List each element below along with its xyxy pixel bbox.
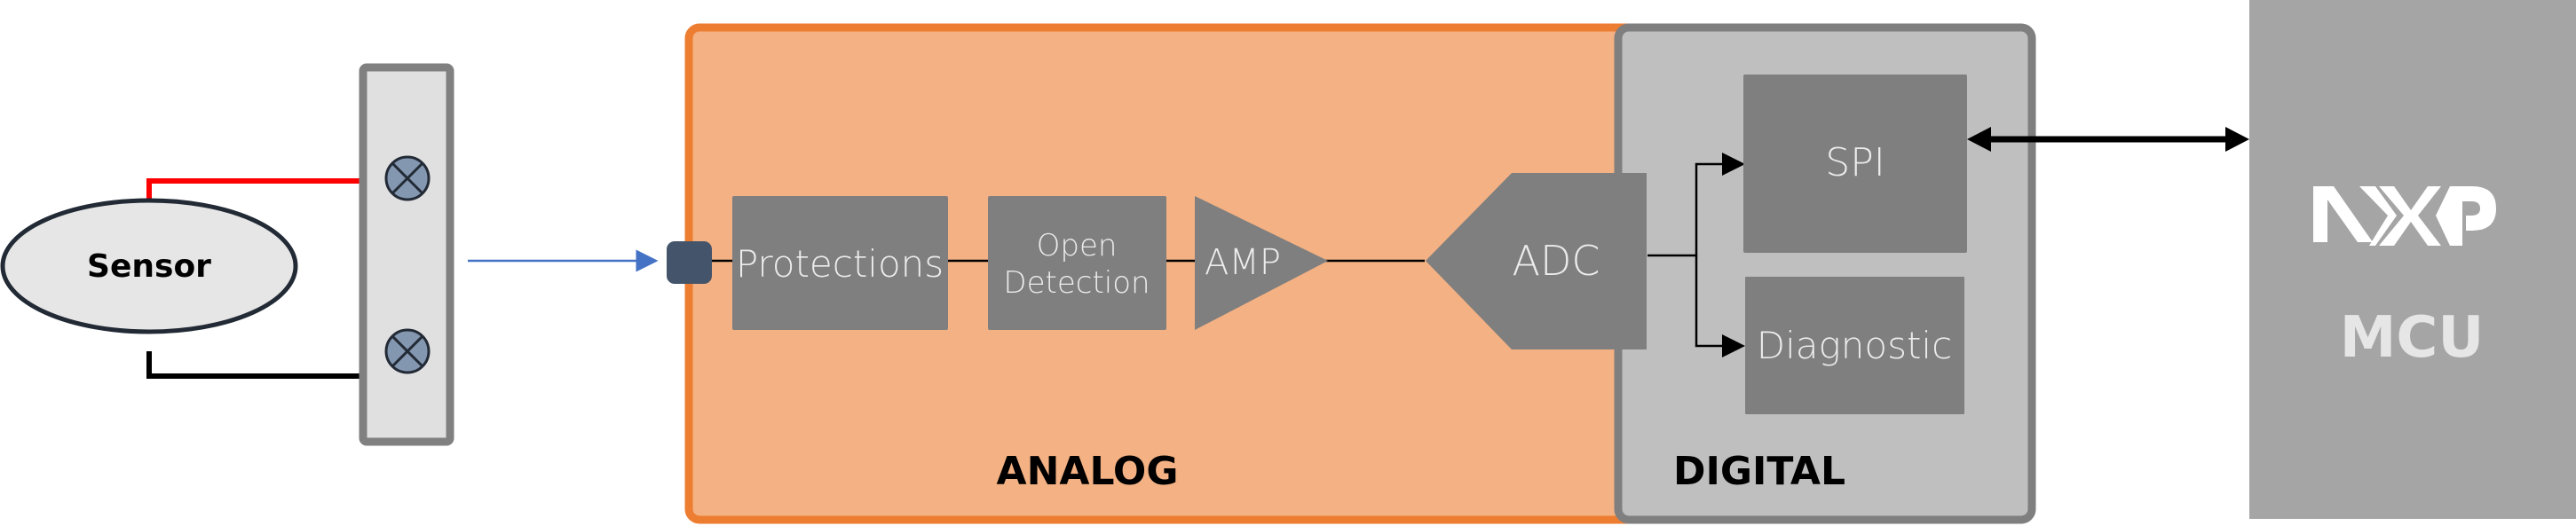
amp-block: AMP (1195, 196, 1328, 330)
amp-label: AMP (1205, 242, 1281, 283)
sensor: Sensor (0, 198, 298, 334)
terminal-1-icon (384, 155, 431, 201)
open-detection-block: Open Detection (988, 196, 1166, 330)
digital-label: DIGITAL (1673, 449, 1845, 494)
adc-block: ADC (1426, 173, 1647, 349)
adc-branch-connector (1648, 153, 1745, 357)
mcu-block: MCU (2249, 0, 2576, 519)
black-wire (146, 351, 391, 379)
open-detection-label-line1: Open (1037, 228, 1118, 263)
open-detection-label-line2: Detection (1003, 265, 1150, 301)
adc-label: ADC (1512, 237, 1600, 285)
spi-label: SPI (1825, 140, 1885, 185)
protections-label: Protections (736, 242, 944, 286)
diagnostic-block: Diagnostic (1745, 277, 1964, 414)
mcu-label: MCU (2340, 305, 2485, 371)
protections-block: Protections (732, 196, 948, 330)
terminal-block (359, 63, 454, 446)
nxp-logo-icon (2313, 186, 2496, 246)
input-pin (667, 241, 712, 284)
terminal-2-icon (384, 328, 431, 374)
sensor-label: Sensor (87, 248, 211, 285)
diagnostic-label: Diagnostic (1757, 324, 1952, 367)
spi-block: SPI (1743, 75, 1967, 253)
analog-label: ANALOG (997, 449, 1179, 494)
spi-mcu-bidirectional-arrow (1967, 127, 2249, 152)
